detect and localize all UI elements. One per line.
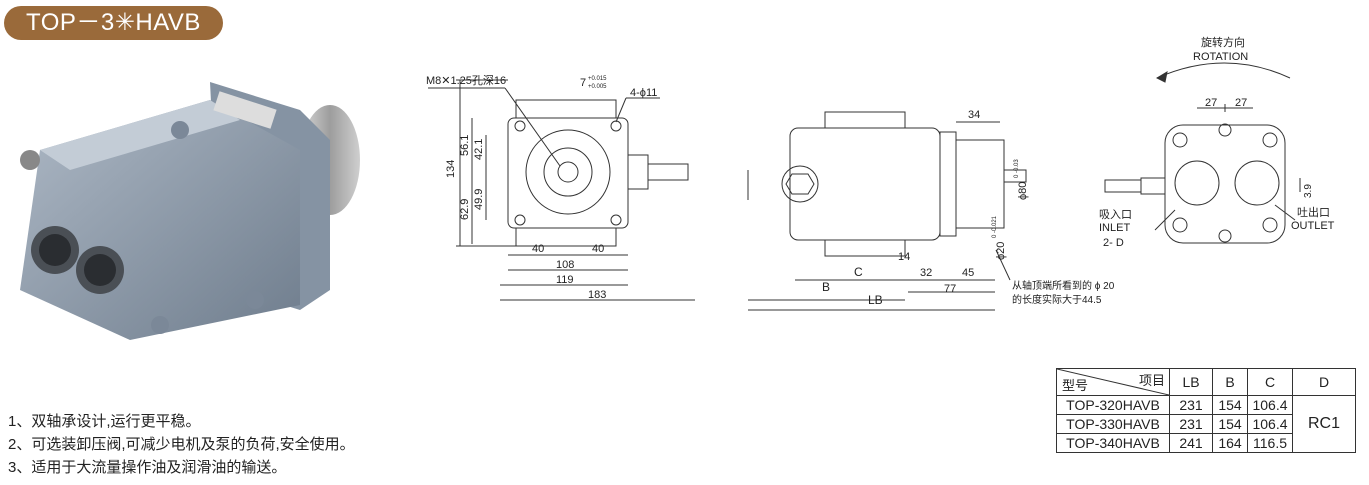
b-cell: 164 [1212, 433, 1248, 453]
key-tol-lower: +0.005 [588, 84, 607, 90]
dim-134: 134 [445, 160, 457, 178]
key-tol-upper: +0.015 [588, 76, 607, 82]
dim-45: 45 [962, 267, 974, 279]
header-d: D [1292, 368, 1356, 396]
dim-phi80-tol: 0 -0.03 [1014, 159, 1020, 178]
header-b: B [1212, 368, 1248, 396]
dim-3-9: 3.9 [1303, 184, 1314, 198]
label-lb: LB [868, 293, 883, 307]
dim-62-9: 62.9 [459, 199, 471, 220]
model-cell: TOP-330HAVB [1056, 414, 1170, 434]
key-width-label: 7 [580, 77, 586, 89]
dim-49-9: 49.9 [473, 189, 485, 210]
lb-cell: 241 [1169, 433, 1213, 453]
dim-56-1: 56.1 [459, 135, 471, 156]
holes-label: 4-ϕ11 [630, 87, 657, 99]
header-lb: LB [1169, 368, 1213, 396]
header-c: C [1247, 368, 1293, 396]
product-title: TOP－3✳HAVB [4, 6, 223, 40]
rotation-en: ROTATION [1193, 51, 1248, 63]
dim-27-right: 27 [1235, 97, 1247, 109]
dim-40-left: 40 [532, 243, 544, 255]
dim-32: 32 [920, 267, 932, 279]
inlet-en: INLET [1099, 222, 1130, 234]
inlet-cn: 吸入口 [1099, 209, 1132, 221]
table-row: TOP-340HAVB 241 164 116.5 [1056, 433, 1356, 453]
feature-item-2: 2、可选装卸压阀,可减少电机及泵的负荷,安全使用。 [8, 436, 355, 453]
side-view-drawing: 34 ϕ80 0 -0.03 ϕ20 0 -0.021 14 32 45 77 … [747, 109, 1115, 311]
b-cell: 154 [1212, 414, 1248, 434]
c-cell: 106.4 [1247, 395, 1293, 415]
outlet-cn: 吐出口 [1297, 205, 1330, 219]
front-view-drawing: M8✕1.25孔深16 7 +0.015 +0.005 4-ϕ11 134 56… [426, 74, 695, 301]
shaft-note-line2: 的长度实际大于44.5 [1012, 293, 1102, 306]
port-label: 2- D [1103, 237, 1124, 249]
dim-phi20: ϕ20 [995, 242, 1007, 260]
feature-item-1: 1、双轴承设计,运行更平稳。 [8, 413, 201, 430]
spec-table: 项目 型号 LB B C D TOP-320HAVB 231 154 106.4… [1056, 368, 1356, 453]
dim-77: 77 [944, 283, 956, 295]
table-corner-cell: 项目 型号 [1056, 368, 1170, 396]
dim-183: 183 [588, 289, 606, 301]
dim-119: 119 [556, 274, 574, 286]
corner-bottom-label: 型号 [1062, 378, 1089, 393]
dim-42-1: 42.1 [473, 139, 485, 160]
table-row: TOP-320HAVB 231 154 106.4 RC1 [1056, 395, 1356, 453]
d-cell: RC1 [1292, 395, 1356, 453]
dim-phi80: ϕ80 [1017, 182, 1029, 200]
rear-view-drawing: 旋转方向 ROTATION 27 27 3.9 吸入口 INLET 2- D 吐… [1099, 35, 1335, 249]
label-c: C [854, 265, 863, 279]
pump-photo [20, 82, 360, 340]
model-cell: TOP-320HAVB [1056, 395, 1170, 415]
dim-40-right: 40 [592, 243, 604, 255]
dim-14: 14 [898, 251, 910, 263]
label-b: B [822, 280, 830, 294]
corner-top-label: 项目 [1138, 373, 1165, 388]
feature-item-3: 3、适用于大流量操作油及润滑油的输送。 [8, 459, 287, 476]
lb-cell: 231 [1169, 395, 1213, 415]
c-cell: 116.5 [1247, 433, 1293, 453]
feature-list: 1、双轴承设计,运行更平稳。 2、可选装卸压阀,可减少电机及泵的负荷,安全使用。… [8, 410, 355, 479]
b-cell: 154 [1212, 395, 1248, 415]
outlet-en: OUTLET [1291, 220, 1335, 232]
shaft-note-line1: 从轴顶端所看到的 ϕ 20 [1012, 279, 1115, 292]
dim-27-left: 27 [1205, 97, 1217, 109]
dim-34: 34 [968, 109, 980, 121]
rotation-cn: 旋转方向 [1201, 35, 1245, 49]
thread-note: M8✕1.25孔深16 [426, 74, 506, 87]
dim-phi20-tol: 0 -0.021 [992, 215, 998, 238]
lb-cell: 231 [1169, 414, 1213, 434]
dim-108: 108 [556, 259, 574, 271]
c-cell: 106.4 [1247, 414, 1293, 434]
model-cell: TOP-340HAVB [1056, 433, 1170, 453]
